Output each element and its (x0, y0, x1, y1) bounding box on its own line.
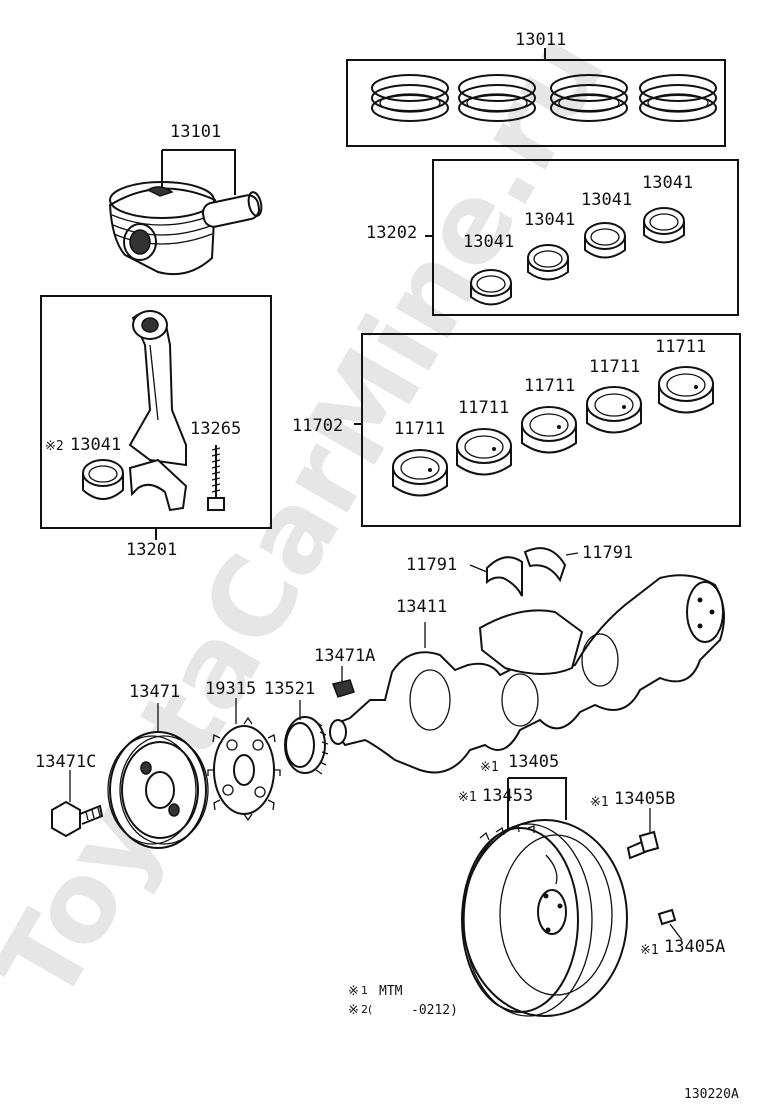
main-bearing-shell-4 (586, 386, 642, 434)
notes-legend: ※ 1 MTM ※ 2( -0212) (348, 984, 458, 1018)
thrust-washer-2 (523, 547, 567, 583)
crankshaft[interactable] (329, 574, 725, 774)
note2-label: 2( (361, 1003, 372, 1016)
main-bearing-shell-3 (521, 406, 577, 454)
crank-flange (686, 581, 724, 643)
label-13041-a[interactable]: 13041 (463, 232, 514, 252)
connecting-rod-cap (128, 458, 188, 512)
main-bearing-shell-1 (392, 449, 448, 497)
label-13405A[interactable]: 13405A (664, 937, 725, 957)
label-11711-d[interactable]: 11711 (589, 357, 640, 377)
ring-2 (458, 74, 536, 122)
label-13101[interactable]: 13101 (170, 122, 221, 142)
piston (108, 187, 217, 276)
note2-mark: ※ (348, 1003, 359, 1018)
piston-ring-set[interactable] (346, 48, 726, 147)
label-11791-a[interactable]: 11791 (406, 555, 457, 575)
note1-mark: ※ (348, 984, 359, 999)
rod-bearing-set[interactable] (425, 159, 739, 316)
rod-bearing-shell (82, 473, 124, 500)
label-11702[interactable]: 11702 (292, 416, 343, 436)
main-bearing-shell-5 (658, 366, 714, 414)
rod-bearing-box (432, 159, 739, 316)
label-13041-d[interactable]: 13041 (642, 173, 693, 193)
drawing-number: 130220A (684, 1087, 739, 1102)
label-13453[interactable]: 13453 (482, 786, 533, 806)
timing-sprocket[interactable] (207, 698, 281, 822)
crank-snout (329, 719, 347, 745)
rod-bearing-shell-2 (527, 244, 569, 281)
note1-text: MTM (379, 984, 403, 999)
flywheel-assembly[interactable] (461, 777, 628, 1017)
label-13265[interactable]: 13265 (190, 419, 241, 439)
main-bearing-set[interactable] (354, 333, 741, 527)
label-13405[interactable]: 13405 (508, 752, 559, 772)
label-13471C[interactable]: 13471C (35, 752, 96, 772)
main-bearing-box (361, 333, 741, 527)
flywheel-bolt[interactable] (626, 808, 660, 860)
rod-bearing-shell-3 (584, 222, 626, 259)
crankshaft-pulley[interactable] (107, 703, 209, 849)
label-13041-b[interactable]: 13041 (524, 210, 575, 230)
label-13411[interactable]: 13411 (396, 597, 447, 617)
ring-4 (639, 74, 717, 122)
flywheel-pin[interactable] (657, 908, 683, 941)
note2-text: -0212) (411, 1003, 458, 1018)
label-13041-rod[interactable]: 13041 (70, 435, 121, 455)
piston-with-pin[interactable] (108, 149, 263, 276)
label-11711-c[interactable]: 11711 (524, 376, 575, 396)
label-13201[interactable]: 13201 (126, 540, 177, 560)
label-11711-e[interactable]: 11711 (655, 337, 706, 357)
note1-label: 1 (361, 984, 368, 997)
label-11791-b[interactable]: 11791 (582, 543, 633, 563)
note-13405B: ※1 (590, 795, 609, 810)
ring-1 (371, 74, 449, 122)
crank-counterweight (478, 609, 584, 675)
label-13405B[interactable]: 13405B (614, 789, 675, 809)
label-13011[interactable]: 13011 (515, 30, 566, 50)
crankshaft-timing-gear[interactable] (284, 700, 329, 775)
pulley-bolt[interactable] (51, 770, 104, 838)
note-13405: ※1 (480, 760, 499, 775)
piston-pin (201, 194, 261, 228)
rod-bearing-shell-4 (643, 207, 685, 244)
label-13521[interactable]: 13521 (264, 679, 315, 699)
ring-set-box (346, 59, 726, 147)
label-13041-c[interactable]: 13041 (581, 190, 632, 210)
label-13202[interactable]: 13202 (366, 223, 417, 243)
label-13471[interactable]: 13471 (129, 682, 180, 702)
ring-3 (550, 74, 628, 122)
thrust-washers[interactable] (469, 547, 579, 597)
label-11711-b[interactable]: 11711 (458, 398, 509, 418)
note-13405A: ※1 (640, 943, 659, 958)
note-13453: ※1 (458, 790, 477, 805)
label-13471A[interactable]: 13471A (314, 646, 375, 666)
main-bearing-shell-2 (456, 428, 512, 476)
label-11711-a[interactable]: 11711 (394, 419, 445, 439)
ring-gear (461, 827, 579, 1013)
connecting-rod-assembly[interactable] (40, 295, 272, 540)
thrust-washer-1 (486, 556, 523, 597)
label-19315[interactable]: 19315 (205, 679, 256, 699)
note-13041-rod: ※2 (45, 439, 64, 454)
rod-bearing-shell-1 (470, 269, 512, 306)
crank-key[interactable] (331, 666, 355, 698)
